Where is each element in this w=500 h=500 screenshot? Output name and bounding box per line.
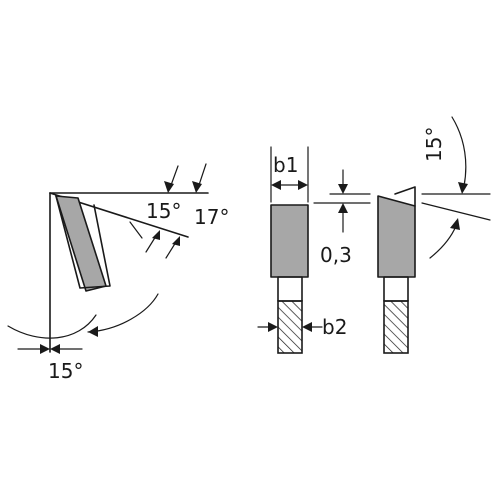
hook-arrow-left bbox=[40, 344, 50, 354]
offset-arrow-bottom bbox=[338, 203, 348, 213]
front-carbide-tip bbox=[270, 204, 309, 278]
side-angle-arc-bottom bbox=[429, 225, 457, 259]
side-ref-angled bbox=[421, 202, 491, 221]
b1-arrow-right bbox=[298, 180, 308, 190]
b1-arrow-left bbox=[271, 180, 281, 190]
top-angle-label-b: 17° bbox=[194, 205, 229, 229]
kerf-width-label: b1 bbox=[273, 153, 298, 177]
angled-body-hatched bbox=[383, 300, 409, 354]
b2-arrow-left bbox=[268, 322, 278, 332]
tooth-side-angle-view: 15° bbox=[377, 116, 491, 354]
offset-label: 0,3 bbox=[320, 243, 352, 267]
tip-bevel-top bbox=[394, 186, 416, 207]
side-angle-label: 15° bbox=[422, 127, 446, 162]
top-angle-label-a: 15° bbox=[146, 199, 181, 223]
hook-angle-arc-lower bbox=[87, 293, 159, 333]
clearance-leader-1 bbox=[145, 235, 157, 253]
clearance-line bbox=[129, 221, 143, 239]
side-angle-arrow-bottom bbox=[450, 218, 460, 230]
side-angle-arrow-top bbox=[458, 182, 468, 194]
hook-arrowhead bbox=[88, 326, 98, 337]
front-body-neck bbox=[277, 276, 303, 302]
side-angle-arc-top bbox=[451, 116, 467, 187]
clearance-arrow-1 bbox=[152, 230, 160, 240]
top-angle-arrow-1 bbox=[164, 181, 174, 193]
hook-angle-label: 15° bbox=[48, 359, 83, 383]
clearance-leader-2 bbox=[165, 241, 177, 259]
tooth-side-view: 15° 15° 17° bbox=[7, 163, 229, 383]
front-body-hatched bbox=[277, 300, 303, 354]
tooth-body-outline bbox=[55, 195, 111, 289]
body-width-label: b2 bbox=[322, 315, 347, 339]
angled-carbide-tip bbox=[377, 195, 416, 278]
top-angle-arrow-2 bbox=[192, 181, 202, 193]
hook-angle-arc bbox=[7, 314, 97, 339]
hook-arrow-right bbox=[50, 344, 60, 354]
tooth-front-view: b1 b2 0,3 bbox=[257, 146, 371, 354]
offset-arrow-top bbox=[338, 184, 348, 194]
carbide-tip bbox=[55, 195, 107, 292]
angled-body-neck bbox=[383, 276, 409, 302]
b2-arrow-right bbox=[302, 322, 312, 332]
clearance-arrow-2 bbox=[172, 236, 180, 246]
